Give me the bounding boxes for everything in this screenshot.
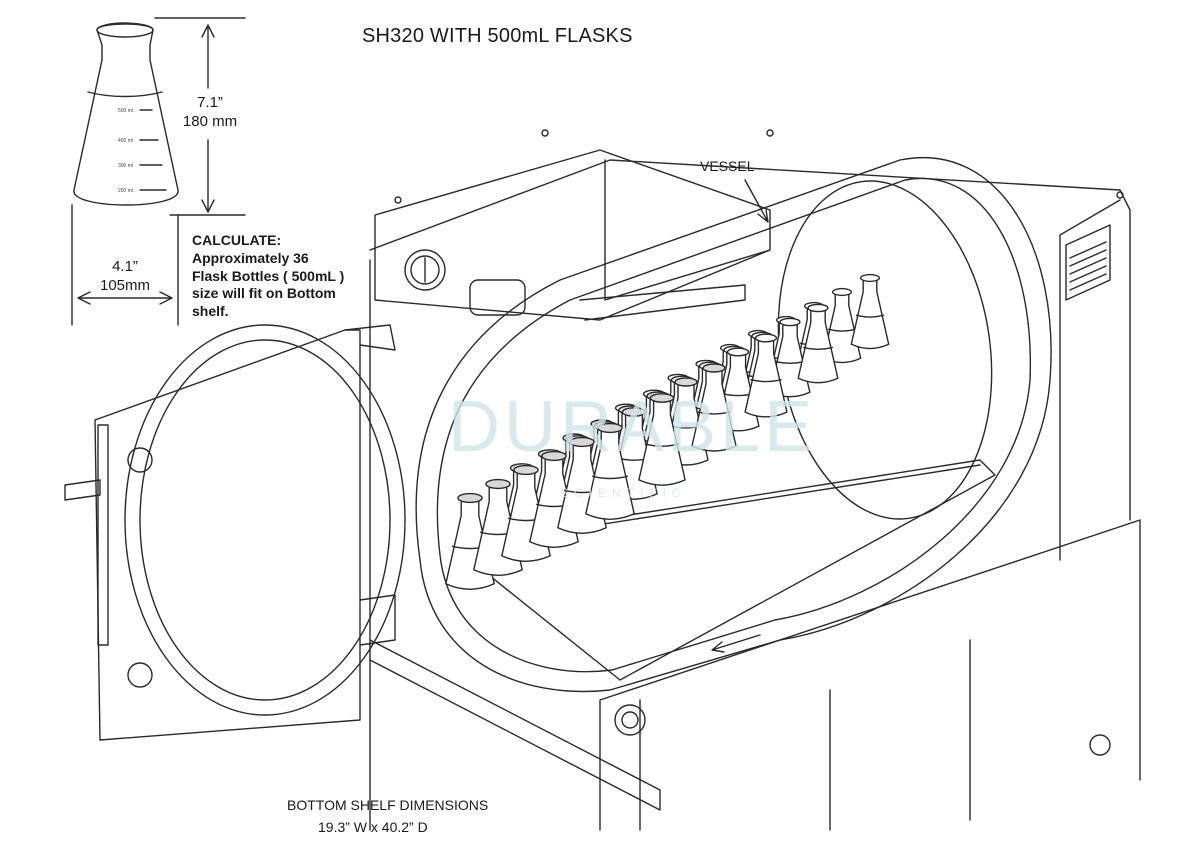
door-latch-bar bbox=[98, 425, 108, 645]
shelf-dimensions-value: 19.3” W x 40.2” D bbox=[318, 819, 428, 835]
flask-graduation-label: 500 ml bbox=[118, 108, 133, 114]
flask bbox=[798, 304, 838, 382]
watermark-subtext: SCIENTIFIC bbox=[560, 486, 687, 500]
pressure-gauge bbox=[405, 250, 445, 290]
door-hinge-top bbox=[345, 325, 395, 350]
flask-width-label: 4.1” 105mm bbox=[99, 258, 151, 294]
height-arrow-bottom bbox=[202, 140, 214, 212]
height-arrow-top bbox=[202, 25, 214, 88]
calculate-heading: CALCULATE: bbox=[192, 232, 282, 248]
flask-graduation-label: 400 ml bbox=[118, 138, 133, 144]
flask bbox=[639, 394, 685, 485]
vessel-leader-arrow bbox=[745, 180, 768, 222]
shelf-slide-arrow bbox=[712, 635, 760, 652]
dimension-lines bbox=[72, 18, 245, 325]
diagram-title: SH320 WITH 500mL FLASKS bbox=[362, 25, 633, 47]
flask bbox=[745, 334, 787, 417]
vessel-chamber bbox=[416, 158, 1051, 692]
watermark-logo: DURABLE bbox=[448, 387, 817, 467]
door-window bbox=[125, 325, 405, 715]
flask bbox=[586, 424, 634, 520]
control-panel bbox=[375, 130, 1123, 320]
caster-wheel bbox=[1090, 735, 1110, 755]
shelf-dimensions-title: BOTTOM SHELF DIMENSIONS bbox=[287, 797, 489, 813]
flask bbox=[851, 275, 888, 349]
reference-flask bbox=[74, 23, 178, 205]
autoclave-cabinet bbox=[370, 160, 1140, 830]
calculate-body: Approximately 36 Flask Bottles ( 500mL )… bbox=[192, 250, 345, 319]
door-handle bbox=[65, 480, 100, 500]
flask-array bbox=[446, 275, 889, 590]
width-arrow bbox=[78, 292, 172, 304]
upper-rail bbox=[580, 285, 745, 320]
flask bbox=[692, 364, 736, 451]
flask-graduation-label: 300 ml bbox=[118, 163, 133, 169]
autoclave-door bbox=[65, 325, 405, 740]
flask-graduation-label: 200 ml bbox=[118, 188, 133, 194]
vent-grille bbox=[1066, 225, 1110, 300]
drain-knob bbox=[615, 705, 645, 735]
vessel-label: VESSEL bbox=[700, 158, 755, 174]
display-window bbox=[470, 280, 525, 315]
flask-height-label: 7.1” 180 mm bbox=[182, 94, 238, 130]
flask-graduation-labels: 500 ml 400 ml 300 ml 200 ml bbox=[118, 108, 133, 194]
drip-tray bbox=[370, 640, 660, 810]
